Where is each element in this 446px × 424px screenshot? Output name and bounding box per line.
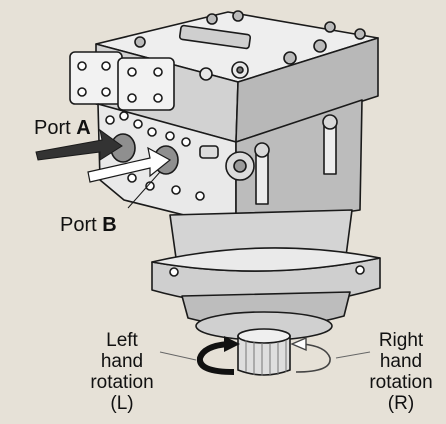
output-shaft xyxy=(237,328,291,376)
left-rotation-line: hand xyxy=(100,351,144,372)
right-rotation-line: (R) xyxy=(387,393,415,414)
left-rotation-line: Left xyxy=(106,330,138,351)
port-a-label: Port A xyxy=(34,117,91,139)
right-rotation-line: rotation xyxy=(369,372,433,393)
port-a-letter: A xyxy=(76,117,91,139)
right-rotation-label: Right hand rotation (R) xyxy=(358,330,444,414)
right-rotation-line: Right xyxy=(378,330,424,351)
flow-arrow-port-a xyxy=(35,128,123,161)
right-rotation-arrow-icon xyxy=(290,336,331,373)
control-valve-block xyxy=(69,10,379,143)
left-rotation-line: rotation xyxy=(90,372,154,393)
port-b-letter: B xyxy=(102,214,117,236)
left-rotation-label: Left hand rotation (L) xyxy=(80,330,164,414)
port-b-leader-line xyxy=(127,171,161,209)
port-b-prefix: Port xyxy=(60,214,97,236)
right-rotation-line: hand xyxy=(379,351,423,372)
port-a-prefix: Port xyxy=(34,117,71,139)
left-rotation-arrow-icon xyxy=(196,336,240,375)
flow-arrow-port-b xyxy=(87,146,172,183)
motor-housing xyxy=(97,99,363,229)
rotation-leader-lines xyxy=(159,351,371,361)
gear-housing xyxy=(151,209,381,341)
port-b-label: Port B xyxy=(60,214,117,236)
left-rotation-line: (L) xyxy=(110,393,134,414)
